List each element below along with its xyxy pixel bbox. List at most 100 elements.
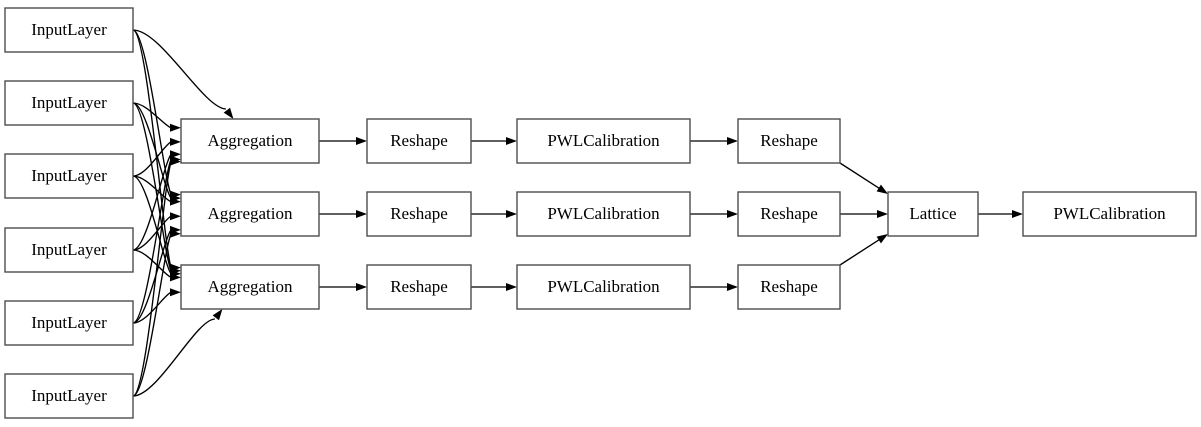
edge-line	[132, 102, 172, 129]
edge-rsb3-to-lat	[839, 234, 888, 266]
edge-rs1-to-pwl1	[471, 137, 517, 145]
arrowhead	[506, 283, 517, 291]
edge-line	[132, 175, 172, 275]
edge-input4-to-agg3	[132, 249, 181, 282]
node-box-rsb1	[737, 118, 841, 164]
edge-agg2-to-rs2	[319, 210, 367, 218]
node-out[interactable]: PWLCalibration	[1022, 191, 1197, 237]
node-box-pwl3	[516, 264, 691, 310]
arrowhead	[170, 197, 181, 206]
edge-input4-to-agg1	[132, 150, 181, 251]
arrowhead	[506, 210, 517, 218]
node-rs3[interactable]: Reshape	[366, 264, 472, 310]
edge-line	[132, 291, 172, 324]
edge-line	[132, 141, 172, 177]
node-layer: InputLayerInputLayerInputLayerInputLayer…	[4, 7, 1197, 419]
edge-pwl2-to-rsb2	[690, 210, 738, 218]
node-label-out: PWLCalibration	[1053, 204, 1166, 223]
node-label-rs1: Reshape	[390, 131, 448, 150]
edge-line	[132, 229, 172, 324]
edge-agg1-to-rs1	[319, 137, 367, 145]
arrowhead	[876, 184, 888, 194]
node-box-input3	[4, 153, 134, 199]
node-box-rs1	[366, 118, 472, 164]
node-label-input4: InputLayer	[31, 240, 107, 259]
node-label-input6: InputLayer	[31, 386, 107, 405]
node-rsb1[interactable]: Reshape	[737, 118, 841, 164]
arrowhead	[727, 137, 738, 145]
edge-input4-to-agg2	[132, 212, 181, 251]
arrowhead	[170, 229, 181, 238]
edge-line	[132, 29, 172, 268]
node-label-input1: InputLayer	[31, 20, 107, 39]
node-box-out	[1022, 191, 1197, 237]
edge-line	[132, 102, 172, 271]
node-rs1[interactable]: Reshape	[366, 118, 472, 164]
edge-line	[132, 102, 172, 199]
arrowhead	[727, 210, 738, 218]
arrowhead	[170, 273, 181, 282]
edge-line	[132, 249, 172, 278]
edge-line	[839, 238, 880, 266]
arrowhead	[877, 210, 888, 218]
node-box-input6	[4, 373, 134, 419]
edge-line	[132, 215, 172, 251]
node-input1[interactable]: InputLayer	[4, 7, 134, 53]
node-box-pwl2	[516, 191, 691, 237]
node-pwl1[interactable]: PWLCalibration	[516, 118, 691, 164]
node-label-lat: Lattice	[909, 204, 956, 223]
node-agg1[interactable]: Aggregation	[180, 118, 320, 164]
node-input6[interactable]: InputLayer	[4, 373, 134, 419]
node-label-rs3: Reshape	[390, 277, 448, 296]
node-input4[interactable]: InputLayer	[4, 227, 134, 273]
node-rsb2[interactable]: Reshape	[737, 191, 841, 237]
node-agg3[interactable]: Aggregation	[180, 264, 320, 310]
arrowhead	[170, 157, 181, 166]
edge-input5-to-agg1	[132, 155, 181, 324]
node-pwl3[interactable]: PWLCalibration	[516, 264, 691, 310]
node-box-rsb3	[737, 264, 841, 310]
node-box-agg3	[180, 264, 320, 310]
node-label-agg1: Aggregation	[208, 131, 293, 150]
node-rsb3[interactable]: Reshape	[737, 264, 841, 310]
node-rs2[interactable]: Reshape	[366, 191, 472, 237]
node-input2[interactable]: InputLayer	[4, 80, 134, 126]
arrowhead	[506, 137, 517, 145]
node-lat[interactable]: Lattice	[887, 191, 979, 237]
edge-rs2-to-pwl2	[471, 210, 517, 218]
edge-line	[839, 162, 880, 190]
arrowhead	[170, 150, 181, 159]
edge-line	[132, 29, 172, 195]
node-label-input5: InputLayer	[31, 313, 107, 332]
node-label-rsb1: Reshape	[760, 131, 818, 150]
arrowhead	[170, 137, 181, 146]
edge-pwl3-to-rsb3	[690, 283, 738, 291]
node-box-agg1	[180, 118, 320, 164]
node-box-input1	[4, 7, 134, 53]
node-input3[interactable]: InputLayer	[4, 153, 134, 199]
arrowhead	[223, 107, 234, 119]
edge-line	[132, 159, 172, 324]
edge-input3-to-agg1	[132, 137, 181, 177]
node-label-pwl1: PWLCalibration	[547, 131, 660, 150]
edge-rs3-to-pwl3	[471, 283, 517, 291]
edge-line	[132, 161, 172, 397]
edge-input1-to-agg1	[132, 29, 234, 119]
node-box-rs3	[366, 264, 472, 310]
edge-line	[132, 153, 172, 251]
arrowhead	[876, 234, 888, 244]
node-input5[interactable]: InputLayer	[4, 300, 134, 346]
edge-line	[132, 318, 216, 397]
arrowhead	[356, 283, 367, 291]
node-pwl2[interactable]: PWLCalibration	[516, 191, 691, 237]
node-agg2[interactable]: Aggregation	[180, 191, 320, 237]
node-box-rsb2	[737, 191, 841, 237]
arrowhead	[356, 137, 367, 145]
edge-pwl1-to-rsb1	[690, 137, 738, 145]
edge-input2-to-agg1	[132, 102, 181, 132]
node-box-input4	[4, 227, 134, 273]
node-label-input3: InputLayer	[31, 166, 107, 185]
edge-layer	[132, 29, 1023, 397]
edge-input3-to-agg2	[132, 175, 181, 206]
